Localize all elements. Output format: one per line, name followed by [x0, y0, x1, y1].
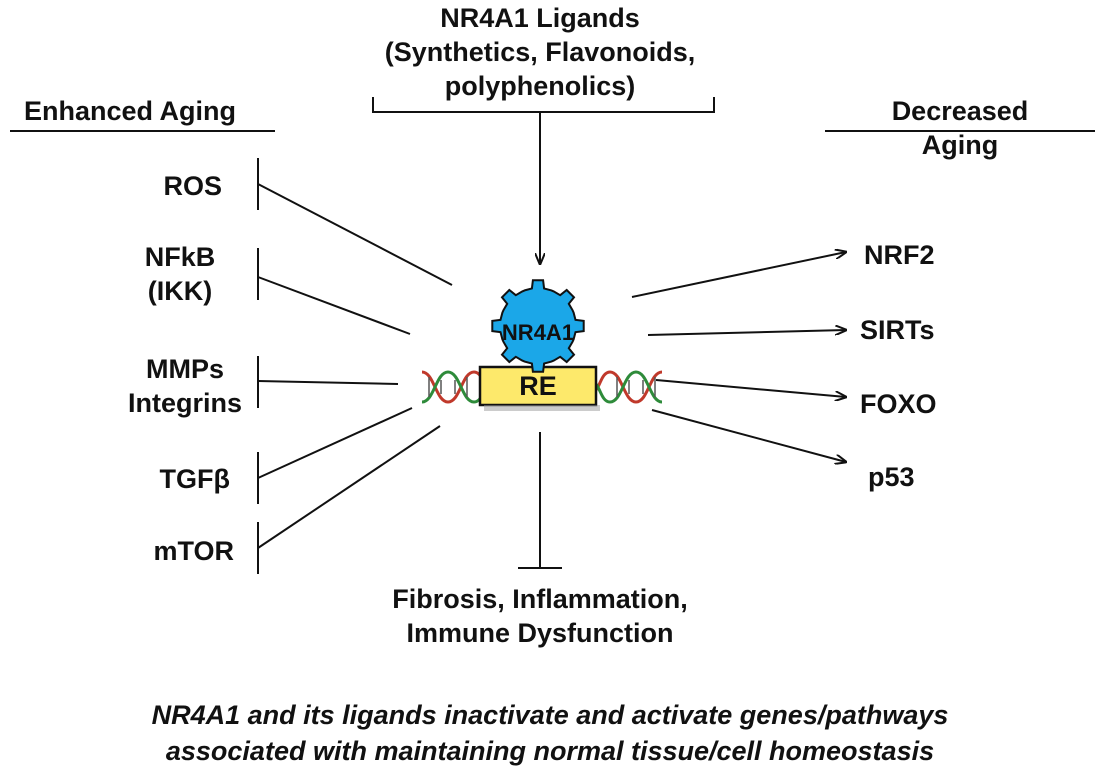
receptor-label: NR4A1 — [502, 320, 574, 345]
response-element-label: RE — [519, 371, 557, 401]
right-item-p53: p53 — [868, 462, 915, 492]
dna-helix-right-icon — [594, 370, 663, 404]
nr4a1-receptor-gear — [491, 279, 585, 373]
p53-arrow — [651, 409, 846, 462]
mtor-inhibition-line — [257, 425, 441, 549]
right-item-sirts: SIRTs — [860, 315, 935, 345]
left-item-tgfb: TGFβ — [159, 464, 230, 494]
ligands-line-2: (Synthetics, Flavonoids, — [384, 37, 696, 67]
bottom-effect: Fibrosis, Inflammation, Immune Dysfuncti… — [392, 584, 688, 648]
left-item-nfkb: NFkB (IKK) — [144, 242, 216, 306]
mmps-inhibition-line — [257, 380, 399, 385]
ligands-title: NR4A1 Ligands (Synthetics, Flavonoids, p… — [340, 1, 740, 103]
decreased-aging-heading: Decreased Aging — [891, 96, 1029, 160]
nrf2-arrow — [631, 252, 846, 298]
ros-inhibition-line — [257, 183, 453, 286]
right-item-nrf2: NRF2 — [864, 240, 935, 270]
left-item-ros: ROS — [163, 171, 222, 201]
ligands-line-1: NR4A1 Ligands — [440, 3, 640, 33]
figure-caption: NR4A1 and its ligands inactivate and act… — [151, 700, 949, 766]
nfkb-inhibition-line — [257, 276, 411, 335]
foxo-arrow — [655, 379, 846, 397]
enhanced-aging-heading: Enhanced Aging — [24, 96, 237, 126]
right-item-foxo: FOXO — [860, 389, 937, 419]
ligand-bracket — [372, 97, 715, 113]
ligands-line-3: polyphenolics) — [444, 71, 636, 101]
left-item-mmps: MMPs Integrins — [127, 354, 242, 418]
sirts-arrow — [647, 330, 846, 336]
response-element-box — [478, 365, 598, 407]
dna-helix-left-icon — [421, 370, 490, 404]
tgfb-inhibition-line — [257, 407, 413, 479]
left-item-mtor: mTOR — [153, 536, 234, 566]
